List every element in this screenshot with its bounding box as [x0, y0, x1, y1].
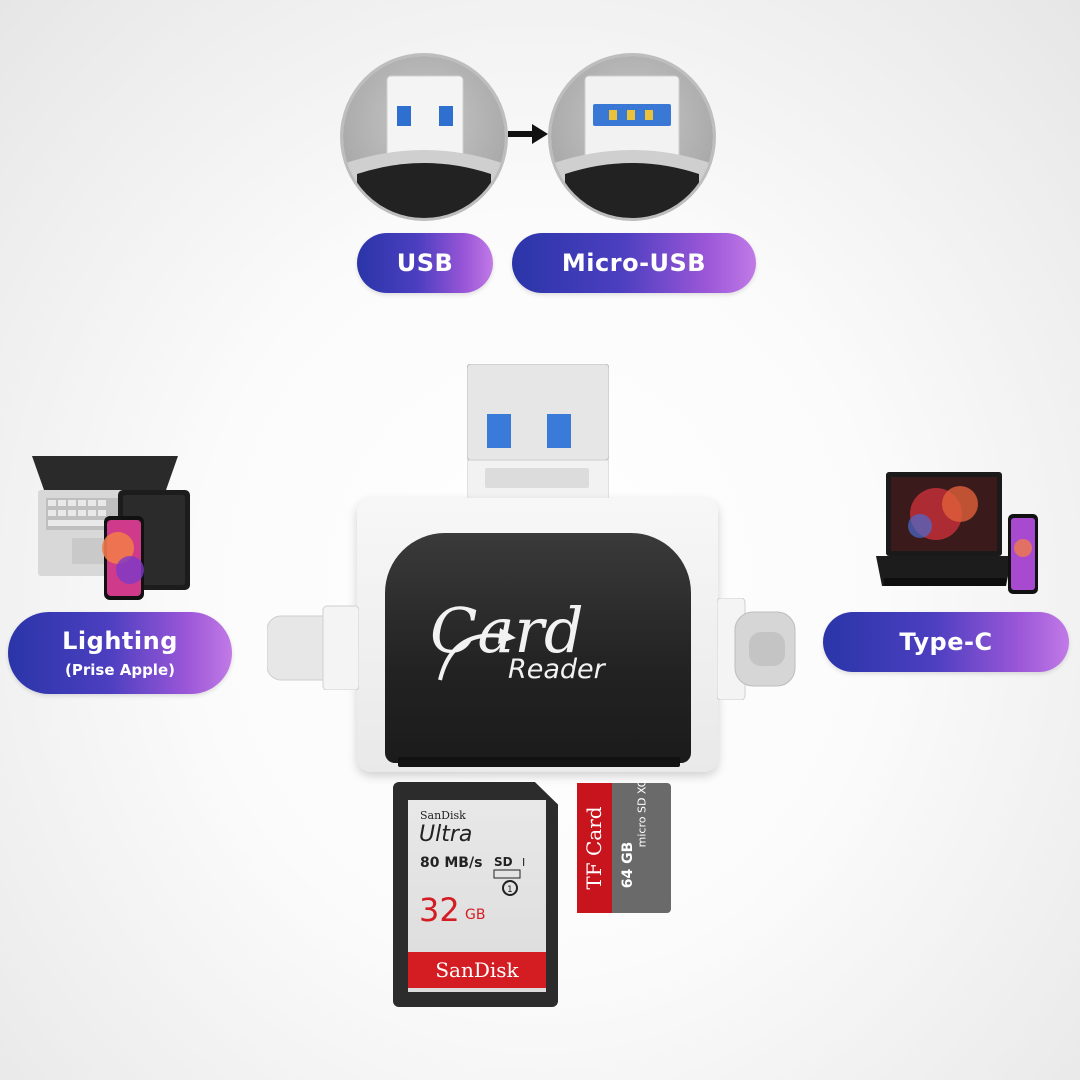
brand-reader-text: Reader	[508, 654, 605, 685]
tf-type-text: micro SD XC	[635, 779, 649, 848]
type-c-label-text: Type-C	[899, 628, 993, 656]
svg-text:SD: SD	[494, 855, 513, 869]
laptop-phone-type-c-icon	[876, 470, 1042, 600]
lightning-plug	[266, 600, 360, 694]
micro-usb-label-text: Micro-USB	[561, 249, 707, 277]
brand-swoosh-icon	[432, 610, 552, 694]
sd-speed-text: 80 MB/s	[420, 855, 483, 871]
svg-text:I: I	[522, 856, 525, 869]
tf-card-red-band	[577, 783, 612, 913]
lighting-sublabel-text: (Prise Apple)	[65, 661, 175, 679]
sd-logo-text: SanDisk	[408, 952, 546, 988]
usb-label-text: USB	[396, 249, 454, 277]
micro-usb-label: Micro-USB	[512, 233, 756, 293]
laptop-phone-icon	[26, 452, 196, 608]
tf-capacity-text: 64 GB	[620, 841, 636, 889]
lighting-label: Lighting (Prise Apple)	[8, 612, 232, 694]
type-c-plug	[716, 597, 799, 704]
arrow-right-icon	[508, 124, 548, 148]
sd-line-text: Ultra	[419, 822, 473, 847]
usb-a-plug	[466, 363, 610, 508]
usb-connector-icon	[343, 56, 505, 218]
svg-text:1: 1	[507, 885, 513, 895]
usb-label: USB	[357, 233, 493, 293]
tf-card-label-text: TF Card	[582, 806, 606, 890]
sd-capacity-text: 32	[419, 891, 460, 929]
brand-card-text: Card	[430, 594, 584, 667]
sd-class-icon: SD I 1	[492, 852, 538, 902]
sd-unit-text: GB	[465, 907, 486, 923]
type-c-label: Type-C	[823, 612, 1069, 672]
card-slot	[398, 757, 680, 767]
micro-usb-connector-icon	[551, 56, 713, 218]
sd-maker-text: SanDisk	[420, 809, 466, 822]
lighting-label-text: Lighting	[62, 627, 178, 655]
card-reader-face	[385, 533, 691, 763]
